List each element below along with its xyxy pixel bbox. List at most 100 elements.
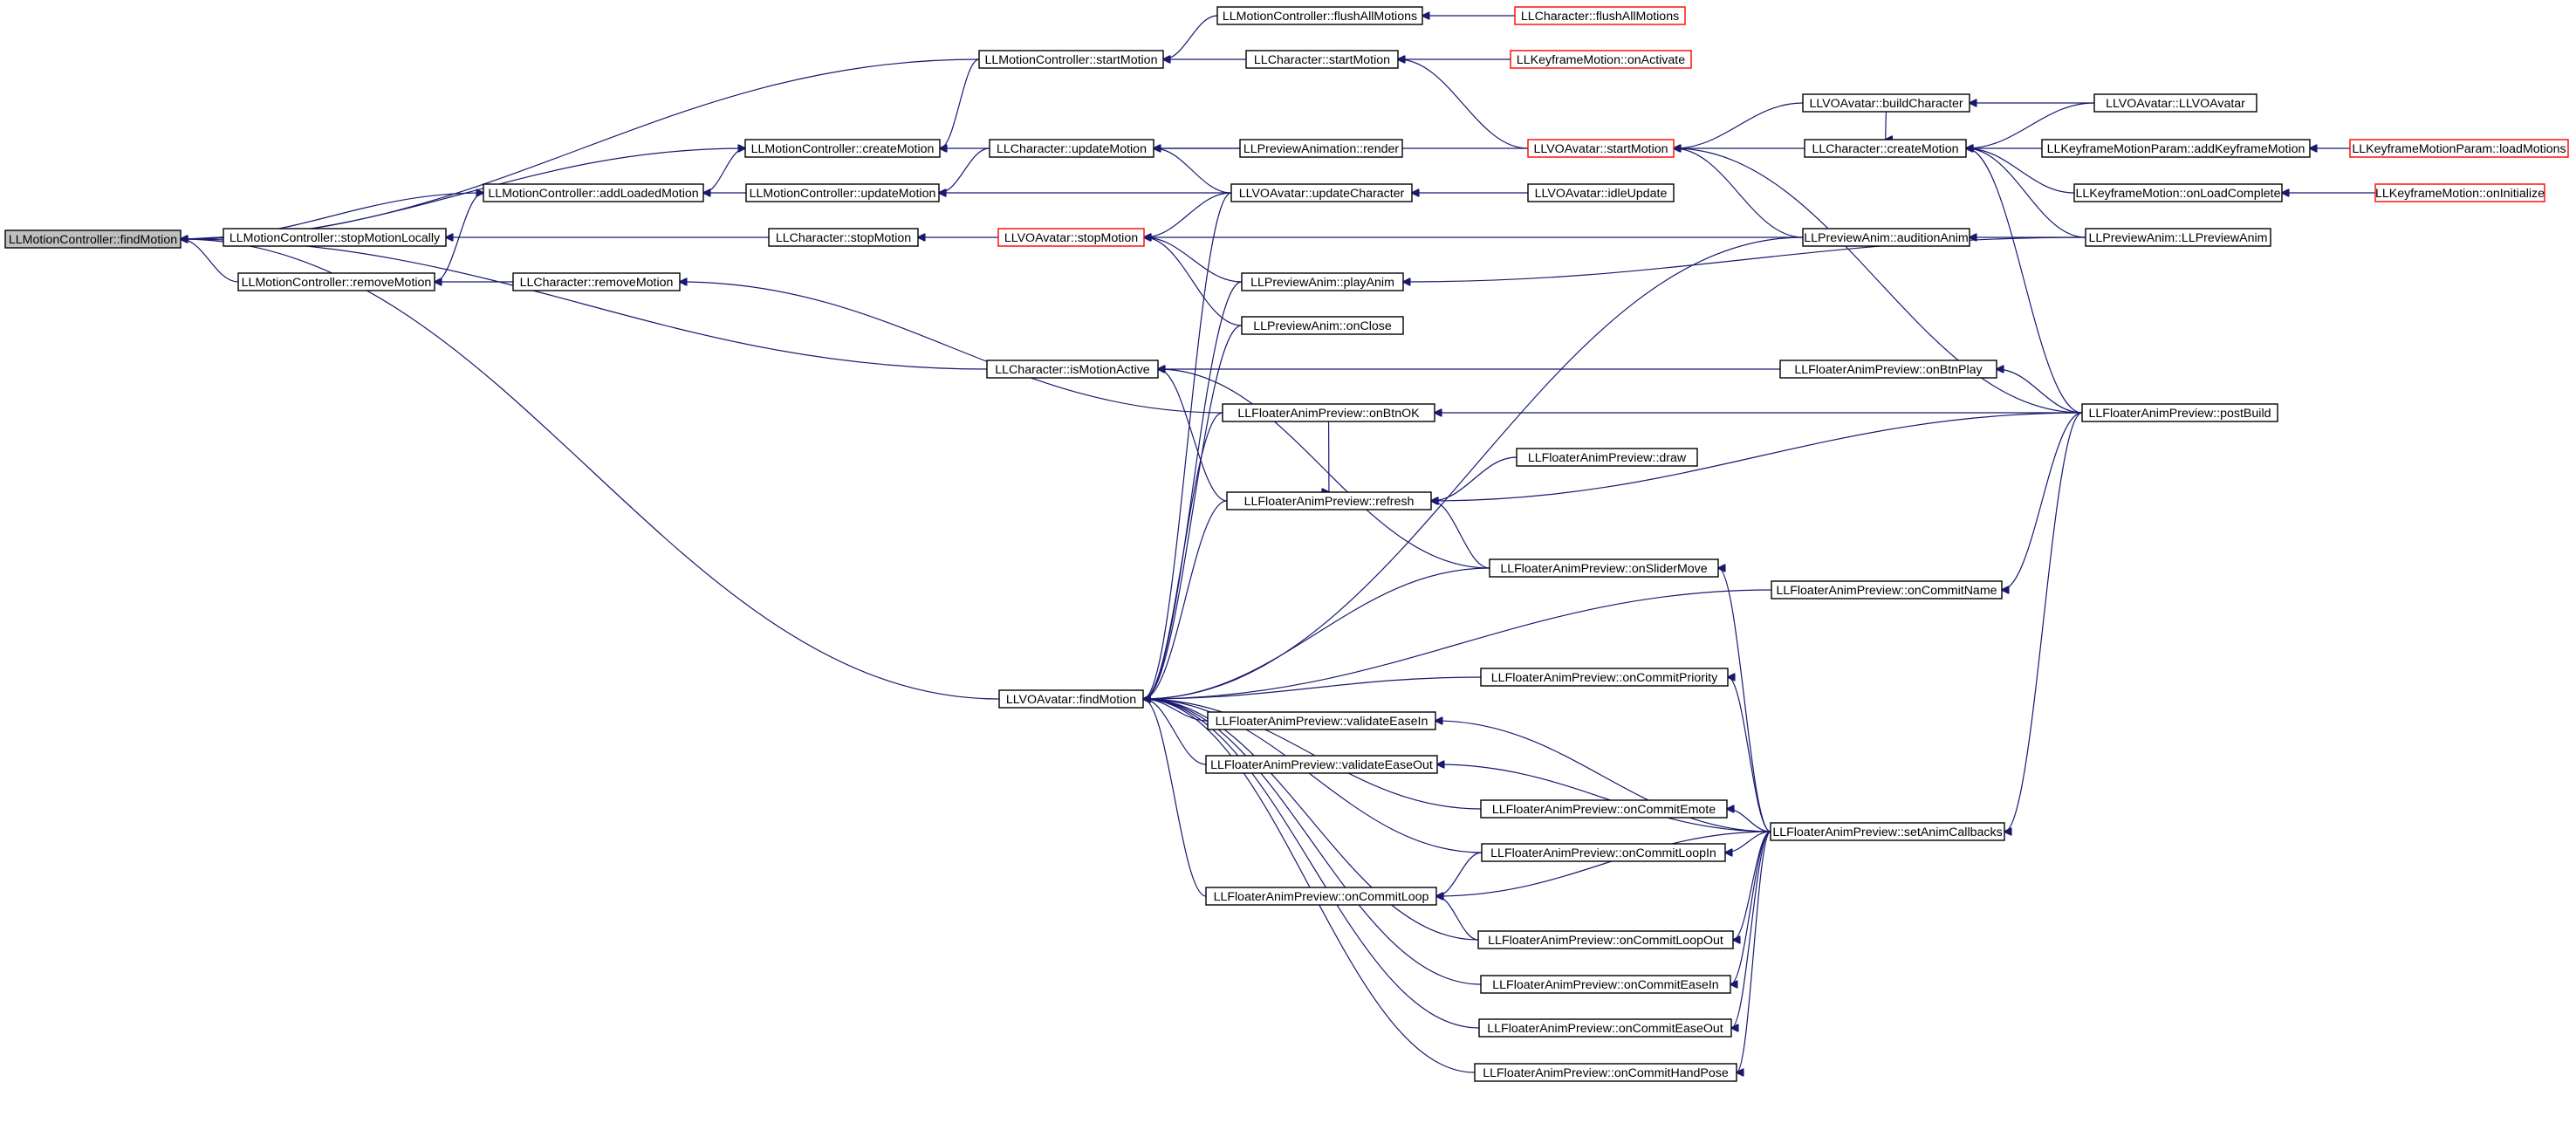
node-box[interactable]	[1779, 360, 1997, 379]
graph-node[interactable]: LLVOAvatar::LLVOAvatar	[2093, 93, 2257, 113]
node-box[interactable]	[1216, 6, 1423, 25]
graph-node[interactable]: LLFloaterAnimPreview::draw	[1516, 448, 1698, 467]
node-box[interactable]	[1489, 558, 1719, 578]
graph-node[interactable]: LLMotionController::updateMotion	[745, 183, 940, 202]
graph-node[interactable]: LLFloaterAnimPreview::onCommitEmote	[1480, 799, 1728, 819]
node-box[interactable]	[1516, 448, 1698, 467]
graph-node[interactable]: LLFloaterAnimPreview::validateEaseOut	[1205, 755, 1438, 774]
node-box[interactable]	[1241, 316, 1404, 335]
graph-node[interactable]: LLMotionController::addLoadedMotion	[483, 183, 704, 202]
graph-node[interactable]: LLVOAvatar::updateCharacter	[1230, 183, 1413, 202]
node-box[interactable]	[1222, 403, 1435, 422]
graph-node[interactable]: LLMotionController::flushAllMotions	[1216, 6, 1423, 25]
node-box[interactable]	[512, 272, 681, 291]
node-box[interactable]	[1245, 50, 1399, 69]
node-box[interactable]	[1802, 93, 1970, 113]
graph-node[interactable]: LLCharacter::removeMotion	[512, 272, 681, 291]
node-box[interactable]	[1474, 1063, 1737, 1082]
graph-node[interactable]: LLMotionController::removeMotion	[237, 272, 435, 291]
node-box[interactable]	[978, 50, 1164, 69]
truncated-node-box[interactable]	[2374, 183, 2545, 202]
graph-node[interactable]: LLPreviewAnimation::render	[1239, 139, 1403, 158]
node-box[interactable]	[989, 139, 1154, 158]
node-box[interactable]	[2081, 403, 2278, 422]
graph-node[interactable]: LLFloaterAnimPreview::setAnimCallbacks	[1770, 822, 2005, 841]
graph-node[interactable]: LLCharacter::startMotion	[1245, 50, 1399, 69]
node-box[interactable]	[1480, 975, 1731, 994]
node-box[interactable]	[1207, 711, 1436, 730]
node-box[interactable]	[1527, 183, 1675, 202]
node-box[interactable]	[745, 183, 940, 202]
graph-node[interactable]: LLFloaterAnimPreview::onBtnPlay	[1779, 360, 1997, 379]
graph-node[interactable]: LLFloaterAnimPreview::refresh	[1226, 491, 1432, 510]
graph-node[interactable]: LLVOAvatar::findMotion	[998, 689, 1144, 709]
graph-node[interactable]: LLFloaterAnimPreview::validateEaseIn	[1207, 711, 1436, 730]
graph-node[interactable]: LLFloaterAnimPreview::onCommitName	[1771, 580, 2003, 599]
node-box[interactable]	[237, 272, 435, 291]
node-box[interactable]	[223, 228, 447, 247]
node-box[interactable]	[1477, 930, 1734, 949]
graph-node[interactable]: LLCharacter::updateMotion	[989, 139, 1154, 158]
node-box[interactable]	[2085, 228, 2271, 247]
truncated-node-box[interactable]	[1510, 50, 1692, 69]
graph-node[interactable]: LLCharacter::createMotion	[1804, 139, 1967, 158]
node-box[interactable]	[1771, 580, 2003, 599]
graph-node[interactable]: LLFloaterAnimPreview::onCommitHandPose	[1474, 1063, 1737, 1082]
graph-node[interactable]: LLFloaterAnimPreview::onCommitEaseIn	[1480, 975, 1731, 994]
truncated-node-box[interactable]	[1527, 139, 1675, 158]
node-box[interactable]	[1480, 799, 1728, 819]
graph-node[interactable]: LLKeyframeMotionParam::loadMotions	[2349, 139, 2569, 158]
node-box[interactable]	[1481, 843, 1726, 862]
node-box[interactable]	[1478, 1018, 1732, 1038]
graph-node[interactable]: LLMotionController::stopMotionLocally	[223, 228, 447, 247]
node-box[interactable]	[986, 360, 1159, 379]
node-box[interactable]	[744, 139, 941, 158]
graph-node[interactable]: LLFloaterAnimPreview::onCommitLoopIn	[1481, 843, 1726, 862]
graph-node[interactable]: LLCharacter::flushAllMotions	[1514, 6, 1686, 25]
graph-node[interactable]: LLKeyframeMotion::onActivate	[1510, 50, 1692, 69]
node-box[interactable]	[1480, 668, 1729, 687]
node-box[interactable]	[1230, 183, 1413, 202]
graph-node[interactable]: LLKeyframeMotion::onLoadComplete	[2073, 183, 2283, 202]
graph-node[interactable]: LLPreviewAnim::onClose	[1241, 316, 1404, 335]
graph-node[interactable]: LLVOAvatar::buildCharacter	[1802, 93, 1970, 113]
graph-node[interactable]: LLCharacter::isMotionActive	[986, 360, 1159, 379]
truncated-node-box[interactable]	[1514, 6, 1686, 25]
node-box[interactable]	[1239, 139, 1403, 158]
graph-node[interactable]: LLPreviewAnim::LLPreviewAnim	[2085, 228, 2271, 247]
node-box[interactable]	[1241, 272, 1404, 291]
truncated-node-box[interactable]	[997, 228, 1145, 247]
node-box[interactable]	[1226, 491, 1432, 510]
node-box[interactable]	[483, 183, 704, 202]
node-box[interactable]	[1802, 228, 1970, 247]
truncated-node-box[interactable]	[2349, 139, 2569, 158]
graph-node[interactable]: LLFloaterAnimPreview::onBtnOK	[1222, 403, 1435, 422]
graph-node[interactable]: LLFloaterAnimPreview::onCommitLoop	[1205, 887, 1437, 906]
graph-node[interactable]: LLMotionController::createMotion	[744, 139, 941, 158]
graph-node[interactable]: LLVOAvatar::stopMotion	[997, 228, 1145, 247]
graph-node[interactable]: LLFloaterAnimPreview::onCommitLoopOut	[1477, 930, 1734, 949]
node-box[interactable]	[768, 228, 919, 247]
node-box[interactable]	[2093, 93, 2257, 113]
graph-node[interactable]: LLFloaterAnimPreview::onCommitEaseOut	[1478, 1018, 1732, 1038]
root-node-box[interactable]	[4, 229, 182, 249]
graph-node[interactable]: LLMotionController::findMotion	[4, 229, 182, 249]
node-box[interactable]	[2073, 183, 2283, 202]
node-box[interactable]	[2041, 139, 2311, 158]
graph-node[interactable]: LLFloaterAnimPreview::postBuild	[2081, 403, 2278, 422]
graph-node[interactable]: LLVOAvatar::idleUpdate	[1527, 183, 1675, 202]
node-box[interactable]	[1205, 755, 1438, 774]
node-box[interactable]	[1804, 139, 1967, 158]
graph-node[interactable]: LLPreviewAnim::auditionAnim	[1802, 228, 1970, 247]
graph-node[interactable]: LLPreviewAnim::playAnim	[1241, 272, 1404, 291]
graph-node[interactable]: LLFloaterAnimPreview::onSliderMove	[1489, 558, 1719, 578]
graph-node[interactable]: LLFloaterAnimPreview::onCommitPriority	[1480, 668, 1729, 687]
node-box[interactable]	[998, 689, 1144, 709]
graph-node[interactable]: LLVOAvatar::startMotion	[1527, 139, 1675, 158]
graph-node[interactable]: LLKeyframeMotionParam::addKeyframeMotion	[2041, 139, 2311, 158]
graph-node[interactable]: LLKeyframeMotion::onInitialize	[2374, 183, 2545, 202]
node-box[interactable]	[1770, 822, 2005, 841]
graph-node[interactable]: LLCharacter::stopMotion	[768, 228, 919, 247]
graph-node[interactable]: LLMotionController::startMotion	[978, 50, 1164, 69]
node-box[interactable]	[1205, 887, 1437, 906]
